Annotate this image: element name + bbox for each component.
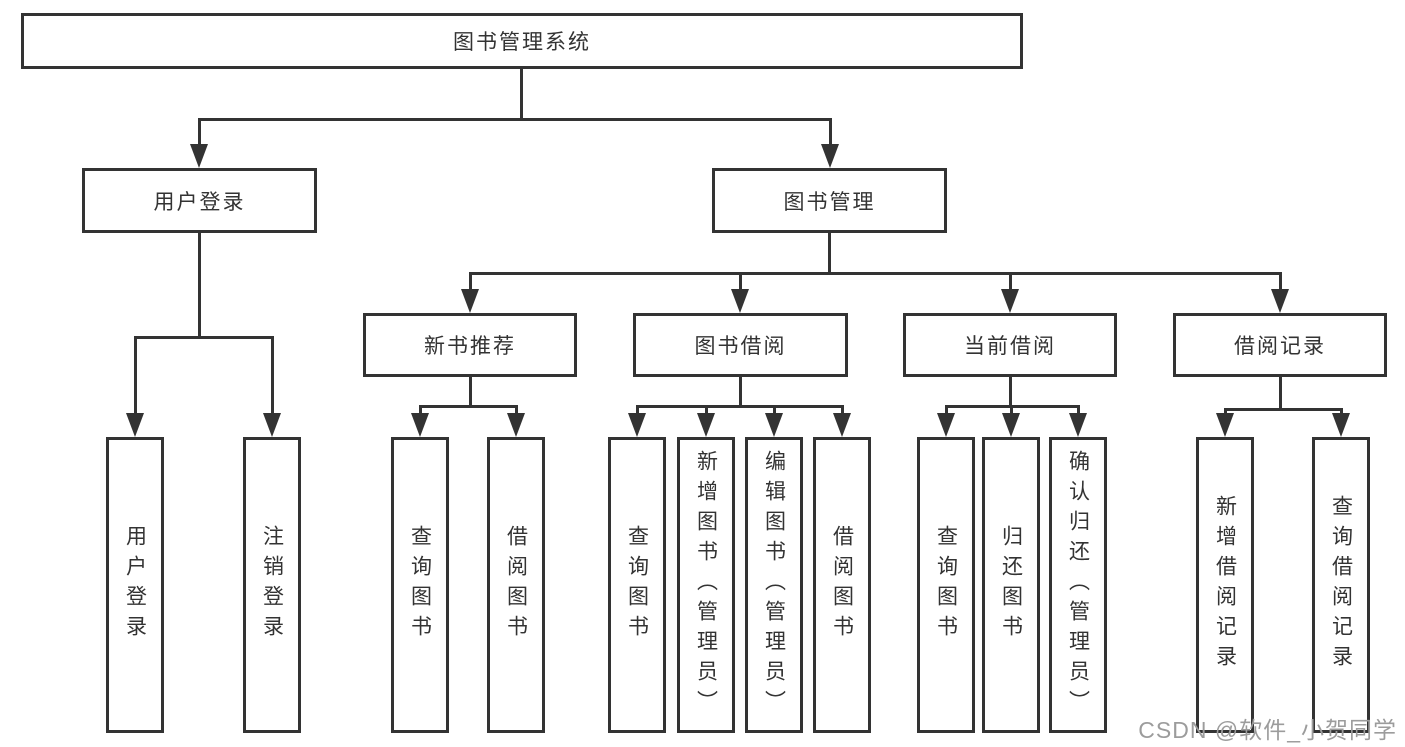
leaf-user-login: 用户登录 — [106, 437, 164, 733]
arrow-down-icon — [1271, 289, 1289, 313]
arrow-down-icon — [190, 144, 208, 168]
connector-line — [469, 272, 1282, 275]
node-book-borrowing: 图书借阅 — [633, 313, 848, 377]
leaf-borrow-books: 借阅图书 — [813, 437, 871, 733]
connector-line — [469, 272, 472, 291]
arrow-down-icon — [1069, 413, 1087, 437]
leaf-return-books: 归还图书 — [982, 437, 1040, 733]
arrow-down-icon — [1001, 289, 1019, 313]
connector-line — [515, 405, 518, 415]
connector-line — [828, 233, 831, 272]
arrow-down-icon — [937, 413, 955, 437]
connector-line — [198, 233, 201, 336]
leaf-logout: 注销登录 — [243, 437, 301, 733]
arrow-down-icon — [1332, 413, 1350, 437]
connector-line — [198, 118, 201, 146]
leaf-edit-books-admin: 编辑图书（管理员） — [745, 437, 803, 733]
connector-line — [1009, 272, 1012, 291]
connector-line — [636, 405, 844, 408]
connector-line — [1340, 408, 1343, 415]
leaf-confirm-return-admin: 确认归还（管理员） — [1049, 437, 1107, 733]
connector-line — [1224, 408, 1227, 415]
node-borrow-records: 借阅记录 — [1173, 313, 1387, 377]
connector-line — [419, 405, 422, 415]
arrow-down-icon — [765, 413, 783, 437]
arrow-down-icon — [411, 413, 429, 437]
connector-line — [1010, 405, 1013, 415]
connector-line — [134, 336, 274, 339]
leaf-current-query-books: 查询图书 — [917, 437, 975, 733]
leaf-borrowing-query-books: 查询图书 — [608, 437, 666, 733]
connector-line — [1077, 405, 1080, 415]
connector-line — [829, 118, 832, 146]
arrow-down-icon — [1002, 413, 1020, 437]
connector-line — [419, 405, 518, 408]
node-root: 图书管理系统 — [21, 13, 1023, 69]
connector-line — [271, 336, 274, 414]
node-new-book-recommend: 新书推荐 — [363, 313, 577, 377]
connector-line — [134, 336, 137, 414]
arrow-down-icon — [507, 413, 525, 437]
connector-line — [841, 405, 844, 415]
connector-line — [1279, 377, 1282, 408]
arrow-down-icon — [833, 413, 851, 437]
node-current-borrowing: 当前借阅 — [903, 313, 1117, 377]
connector-line — [198, 118, 832, 121]
leaf-query-borrow-record: 查询借阅记录 — [1312, 437, 1370, 733]
connector-line — [520, 69, 523, 118]
connector-line — [945, 405, 948, 415]
arrow-down-icon — [1216, 413, 1234, 437]
connector-line — [739, 377, 742, 405]
watermark: CSDN @软件_小贺同学 — [1138, 717, 1397, 743]
arrow-down-icon — [821, 144, 839, 168]
node-book-management: 图书管理 — [712, 168, 947, 233]
arrow-down-icon — [628, 413, 646, 437]
connector-line — [1009, 377, 1012, 405]
connector-line — [1279, 272, 1282, 291]
leaf-recommend-borrow-books: 借阅图书 — [487, 437, 545, 733]
connector-line — [773, 405, 776, 415]
leaf-recommend-query-books: 查询图书 — [391, 437, 449, 733]
arrow-down-icon — [461, 289, 479, 313]
arrow-down-icon — [697, 413, 715, 437]
connector-line — [469, 377, 472, 405]
arrow-down-icon — [263, 413, 281, 437]
arrow-down-icon — [126, 413, 144, 437]
connector-line — [636, 405, 639, 415]
connector-line — [739, 272, 742, 291]
connector-line — [705, 405, 708, 415]
leaf-add-borrow-record: 新增借阅记录 — [1196, 437, 1254, 733]
leaf-add-books-admin: 新增图书（管理员） — [677, 437, 735, 733]
arrow-down-icon — [731, 289, 749, 313]
connector-line — [1224, 408, 1343, 411]
node-user-login: 用户登录 — [82, 168, 317, 233]
